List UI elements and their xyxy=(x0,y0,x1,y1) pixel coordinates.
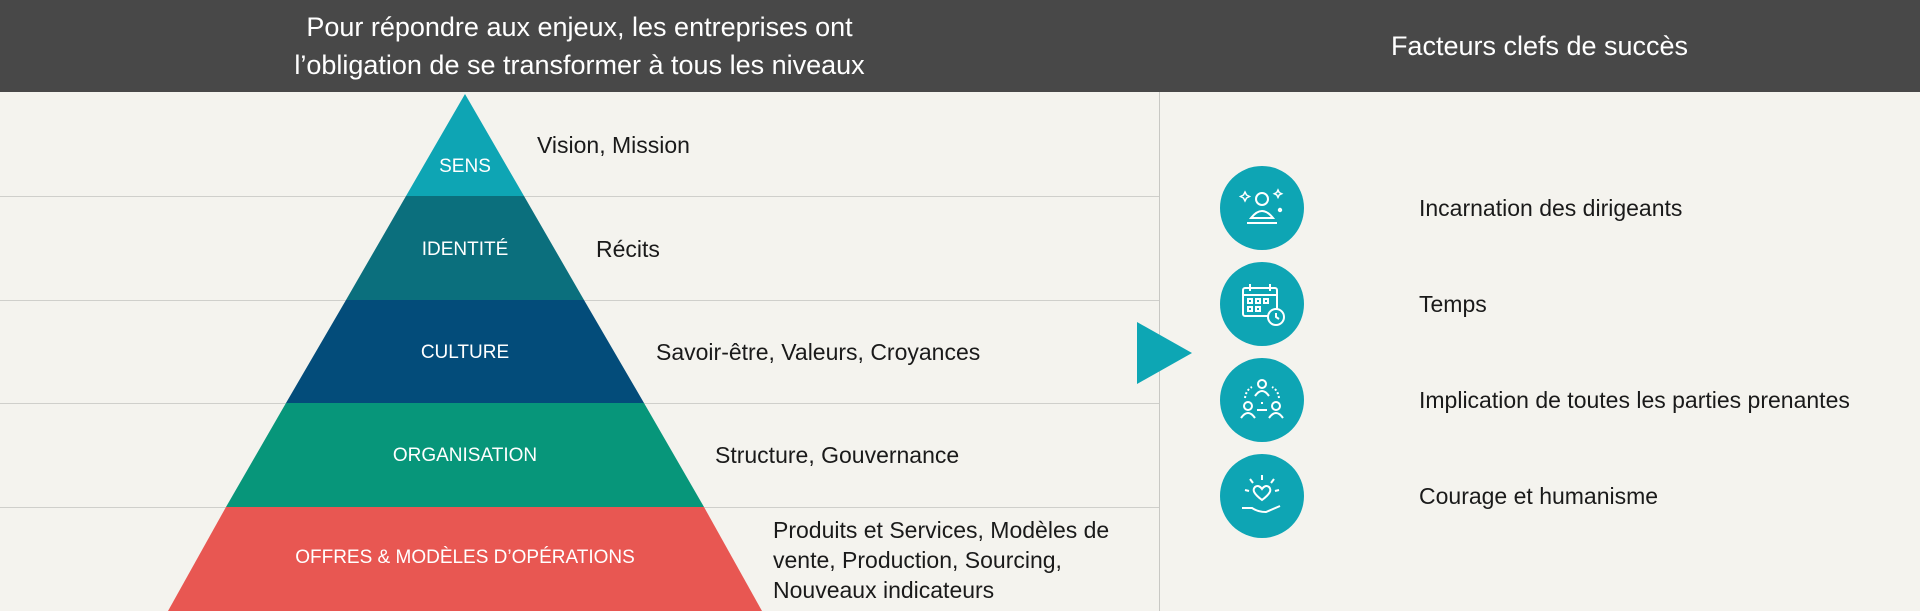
offres-description-line: vente, Production, Sourcing, xyxy=(773,547,1062,573)
header-left: Pour répondre aux enjeux, les entreprise… xyxy=(0,0,1159,92)
calendar-clock-icon xyxy=(1220,262,1304,346)
factor-item: Courage et humanisme xyxy=(1220,454,1900,538)
row-divider xyxy=(0,196,1159,197)
factor-item: Incarnation des dirigeants xyxy=(1220,166,1900,250)
pyramid-level-offres xyxy=(168,507,762,611)
level-label-identite: IDENTITÉ xyxy=(422,239,509,260)
offres-description-line: Nouveaux indicateurs xyxy=(773,577,995,603)
factor-item: Implication de toutes les parties prenan… xyxy=(1220,358,1900,442)
offres-description-line: Produits et Services, Modèles de xyxy=(773,517,1110,543)
pyramid-level-sens xyxy=(406,94,524,196)
arrow-right-icon xyxy=(1137,322,1192,384)
pyramid-level-identite xyxy=(346,196,584,300)
factor-item: Temps xyxy=(1220,262,1900,346)
header-right: Facteurs clefs de succès xyxy=(1159,0,1920,92)
level-label-culture: CULTURE xyxy=(421,342,509,363)
level-description-offres: Produits et Services, Modèles de vente, … xyxy=(773,515,1109,605)
factor-label: Temps xyxy=(1419,290,1487,317)
heart-hand-icon xyxy=(1220,454,1304,538)
level-description-culture: Savoir-être, Valeurs, Croyances xyxy=(656,339,981,365)
level-description-organisation: Structure, Gouvernance xyxy=(715,442,960,468)
factor-label: Implication de toutes les parties prenan… xyxy=(1419,386,1850,413)
level-label-offres: OFFRES & MODÈLES D’OPÉRATIONS xyxy=(295,547,635,568)
level-description-sens: Vision, Mission xyxy=(537,132,690,158)
header-left-line1: Pour répondre aux enjeux, les entreprise… xyxy=(306,12,853,42)
pyramid-diagram: SENS IDENTITÉ CULTURE ORGANISATION OFFRE… xyxy=(168,94,762,611)
level-label-sens: SENS xyxy=(439,156,491,177)
level-description-identite: Récits xyxy=(596,236,660,262)
pyramid-level-culture xyxy=(286,300,644,403)
pyramid-level-organisation xyxy=(226,403,704,507)
header-left-line2: l’obligation de se transformer à tous le… xyxy=(294,50,865,80)
header-right-title: Facteurs clefs de succès xyxy=(1390,30,1689,61)
factor-label: Courage et humanisme xyxy=(1419,482,1659,509)
leader-icon xyxy=(1220,166,1304,250)
level-label-organisation: ORGANISATION xyxy=(393,445,537,466)
stakeholders-icon xyxy=(1220,358,1304,442)
factor-label: Incarnation des dirigeants xyxy=(1419,194,1683,221)
